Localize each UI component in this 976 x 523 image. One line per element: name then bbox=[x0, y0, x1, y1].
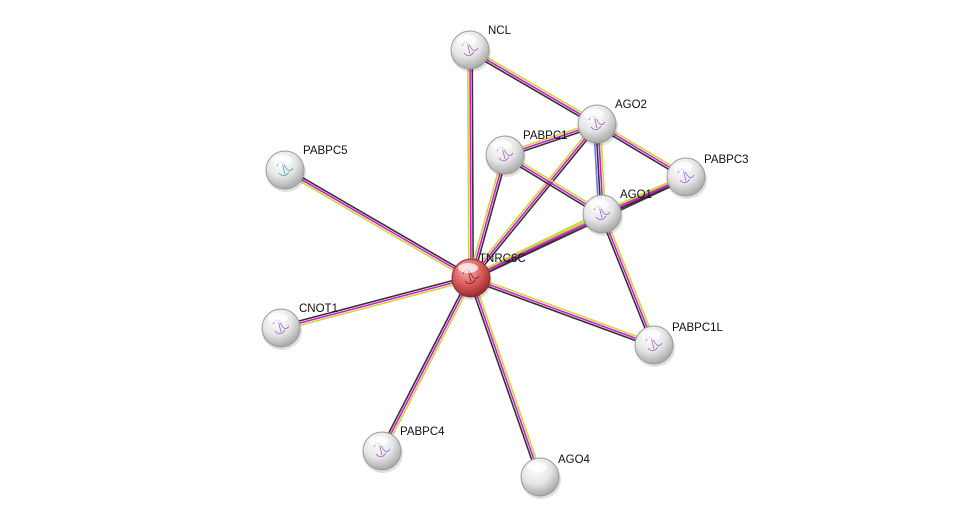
node-highlight bbox=[458, 263, 478, 273]
edge-evidence-textmining bbox=[467, 50, 470, 279]
edge-ago1-pabpc1l[interactable] bbox=[599, 212, 657, 347]
edge-evidence-experiments bbox=[470, 277, 655, 346]
node-label: PABPC4 bbox=[400, 426, 445, 438]
node-pabpc3[interactable]: PABPC3 bbox=[666, 154, 749, 199]
node-ago2[interactable]: AGO2 bbox=[577, 99, 647, 146]
edge-ncl-ago2[interactable] bbox=[468, 47, 599, 127]
edge-evidence-coexpression bbox=[599, 214, 653, 347]
edge-evidence-experiments bbox=[280, 277, 472, 329]
edge-evidence-textmining bbox=[469, 174, 686, 277]
node-highlight bbox=[641, 330, 661, 340]
edge-tnrc6c-pabpc4[interactable] bbox=[379, 276, 474, 453]
node-ago1[interactable]: AGO1 bbox=[582, 189, 652, 236]
edge-tnrc6c-ago4[interactable] bbox=[468, 277, 543, 478]
node-label: PABPC1L bbox=[672, 322, 724, 334]
node-highlight bbox=[584, 109, 604, 119]
node-label: PABPC3 bbox=[704, 154, 749, 166]
node-label: TNRC6C bbox=[479, 253, 526, 265]
edge-evidence-experiments bbox=[469, 49, 598, 125]
node-ago4[interactable]: AGO4 bbox=[520, 454, 591, 499]
edge-evidence-textmining bbox=[472, 277, 543, 477]
node-ncl[interactable]: NCL bbox=[450, 25, 512, 72]
node-highlight bbox=[369, 436, 389, 446]
node-highlight bbox=[268, 313, 288, 323]
node-highlight bbox=[589, 199, 609, 209]
edge-evidence-textmining bbox=[468, 154, 504, 278]
edge-evidence-experiments bbox=[470, 176, 687, 279]
edge-tnrc6c-pabpc5[interactable] bbox=[283, 167, 473, 281]
node-highlight bbox=[673, 162, 693, 172]
edge-evidence-coexpression bbox=[280, 275, 471, 327]
edge-evidence-experiments bbox=[470, 154, 506, 279]
edge-evidence-coexpression bbox=[471, 49, 474, 278]
node-pabpc4[interactable]: PABPC4 bbox=[362, 426, 445, 473]
edge-evidence-coexpression bbox=[471, 178, 688, 281]
node-highlight bbox=[527, 462, 547, 472]
node-pabpc5[interactable]: PABPC5 bbox=[265, 145, 348, 192]
node-tnrc6c[interactable]: TNRC6C bbox=[451, 253, 526, 300]
edge-evidence-textmining bbox=[283, 171, 471, 281]
node-pabpc1[interactable]: PABPC1 bbox=[485, 130, 568, 177]
edge-evidence-experiments bbox=[470, 123, 598, 279]
edge-evidence-textmining bbox=[281, 279, 472, 331]
edge-evidence-experiments bbox=[601, 213, 655, 346]
edge-evidence-textmining bbox=[603, 212, 657, 345]
edge-evidence-experiments bbox=[470, 277, 541, 478]
node-cnot1[interactable]: CNOT1 bbox=[261, 303, 338, 350]
edge-evidence-coexpression bbox=[468, 278, 539, 478]
node-label: PABPC5 bbox=[303, 145, 348, 157]
edge-evidence-coexpression bbox=[469, 279, 654, 348]
node-highlight bbox=[272, 155, 292, 165]
edge-tnrc6c-pabpc1l[interactable] bbox=[469, 275, 656, 348]
edge-evidence-experiments bbox=[381, 277, 472, 452]
edge-evidence-coexpression bbox=[379, 276, 470, 451]
edge-tnrc6c-pabpc1[interactable] bbox=[468, 154, 508, 279]
edge-tnrc6c-cnot1[interactable] bbox=[280, 275, 472, 331]
edge-evidence-coexpression bbox=[285, 167, 473, 277]
node-label: AGO2 bbox=[615, 99, 647, 111]
node-pabpc1l[interactable]: PABPC1L bbox=[634, 322, 724, 367]
node-highlight bbox=[492, 140, 512, 150]
node-highlight bbox=[457, 35, 477, 45]
edge-evidence-experiments bbox=[284, 169, 472, 279]
edge-tnrc6c-ncl[interactable] bbox=[467, 49, 474, 279]
edge-evidence-coexpression bbox=[472, 155, 508, 279]
node-label: AGO4 bbox=[558, 454, 591, 466]
node-label: NCL bbox=[488, 25, 512, 37]
edge-evidence-textmining bbox=[470, 47, 599, 123]
node-label: CNOT1 bbox=[299, 303, 338, 315]
edge-tnrc6c-ago2[interactable] bbox=[468, 122, 600, 280]
node-label: PABPC1 bbox=[523, 130, 568, 142]
node-label: AGO1 bbox=[620, 189, 652, 201]
edge-evidence-coexpression bbox=[468, 51, 597, 127]
edge-tnrc6c-pabpc3[interactable] bbox=[469, 174, 688, 281]
edge-evidence-experiments bbox=[469, 49, 472, 279]
edge-evidence-textmining bbox=[468, 122, 596, 278]
edge-evidence-textmining bbox=[471, 275, 656, 344]
edge-evidence-textmining bbox=[383, 278, 474, 453]
edge-evidence-coexpression bbox=[472, 124, 600, 280]
